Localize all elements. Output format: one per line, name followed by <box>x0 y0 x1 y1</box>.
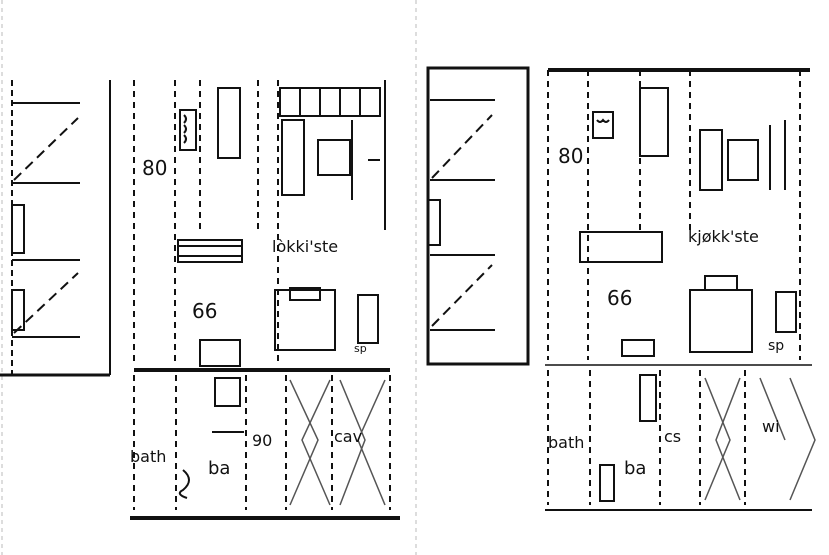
plan-left <box>0 80 400 520</box>
bath-label-left: bath <box>130 447 166 466</box>
closet-label-left-b: cav <box>334 427 362 446</box>
bed-label-left: ba <box>208 458 230 479</box>
plan-right <box>426 66 816 511</box>
wardrobe-left <box>217 87 241 159</box>
stair-mark-left: sp <box>354 342 367 355</box>
stove-right <box>689 275 797 353</box>
closet-label-right-a: cs <box>664 427 681 446</box>
closet-label-right-b: wi <box>762 417 780 436</box>
kitchen-label-left: lòkki'ste <box>272 237 338 256</box>
closet-hatch-left <box>289 379 386 506</box>
stair-mark-right: sp <box>768 338 784 354</box>
dining-label-left: 66 <box>192 299 217 323</box>
walls-right <box>545 68 812 511</box>
bath-label-right: bath <box>548 433 584 452</box>
stair-block-right <box>426 66 530 366</box>
kitchen-cabinets-right <box>699 120 786 191</box>
bed-label-right: ba <box>624 458 646 479</box>
bath-fixtures-left <box>178 377 244 499</box>
room-label-right-80: 80 <box>558 144 583 168</box>
walls-left <box>130 80 400 520</box>
bath-fixtures-right <box>599 374 657 502</box>
closet-hatch-right <box>704 377 816 501</box>
radiator-left <box>179 109 197 151</box>
dining-table-left <box>177 239 243 367</box>
wardrobe-right <box>639 87 669 157</box>
room-label-left-80: 80 <box>142 156 167 180</box>
stove-left <box>274 287 379 351</box>
dining-table-right <box>579 231 663 357</box>
closet-label-left-a: 90 <box>252 431 272 450</box>
stair-block-left <box>0 80 111 377</box>
kitchen-cabinets-left <box>279 87 381 200</box>
dining-label-right: 66 <box>607 286 632 310</box>
radiator-right <box>592 111 614 139</box>
kitchen-label-right: kjøkk'ste <box>688 227 759 246</box>
